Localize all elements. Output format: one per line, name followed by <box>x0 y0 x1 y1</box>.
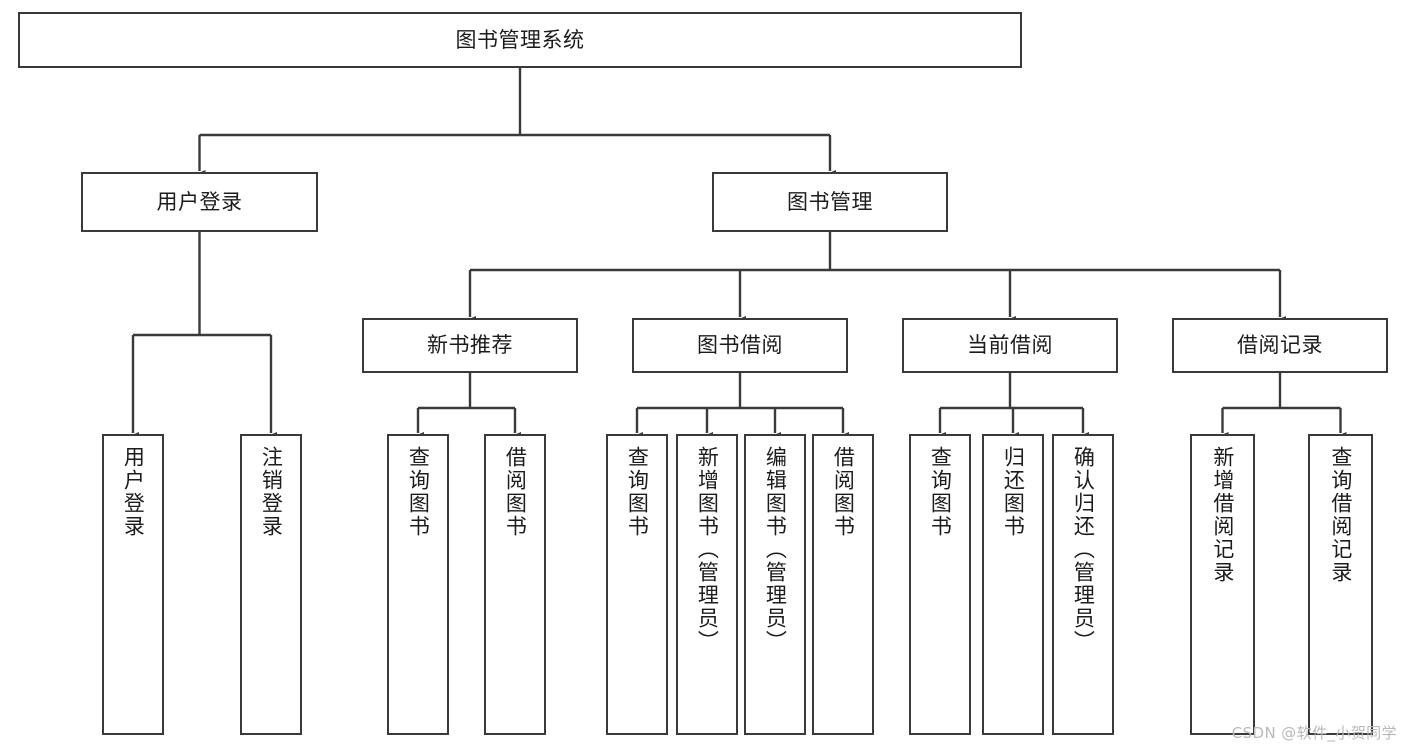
node-label: 图书管理 <box>787 189 873 214</box>
node-label: 借阅图书 <box>503 446 528 538</box>
node-label: 借阅记录 <box>1237 333 1323 358</box>
watermark: CSDN @软件_小贺同学 <box>1231 724 1397 742</box>
node-label: 新增借阅记录 <box>1210 446 1235 584</box>
leaf-nbr-borrow-book[interactable]: 借阅图书 <box>484 434 546 735</box>
node-label: 新书推荐 <box>427 333 513 358</box>
node-label: 用户登录 <box>121 446 146 538</box>
leaf-bb-edit-book[interactable]: 编辑图书（管理员） <box>744 434 806 735</box>
leaf-nbr-query-book[interactable]: 查询图书 <box>387 434 449 735</box>
leaf-cb-query-book[interactable]: 查询图书 <box>909 434 971 735</box>
node-label: 图书管理系统 <box>455 27 585 52</box>
node-label: 注销登录 <box>259 446 284 538</box>
node-label: 查询图书 <box>928 446 953 538</box>
node-user-login[interactable]: 用户登录 <box>81 172 318 232</box>
node-label: 确认归还（管理员） <box>1071 446 1096 653</box>
node-book-manage[interactable]: 图书管理 <box>712 172 948 232</box>
leaf-br-add-record[interactable]: 新增借阅记录 <box>1190 434 1255 735</box>
node-label: 当前借阅 <box>967 333 1053 358</box>
node-borrow-record[interactable]: 借阅记录 <box>1172 318 1388 373</box>
node-label: 查询图书 <box>625 446 650 538</box>
node-label: 编辑图书（管理员） <box>763 446 788 653</box>
node-label: 查询图书 <box>406 446 431 538</box>
leaf-br-query-record[interactable]: 查询借阅记录 <box>1308 434 1373 735</box>
node-current-borrow[interactable]: 当前借阅 <box>902 318 1118 373</box>
node-label: 新增图书（管理员） <box>695 446 720 653</box>
node-new-book-recommendation[interactable]: 新书推荐 <box>362 318 578 373</box>
node-label: 图书借阅 <box>697 333 783 358</box>
leaf-user-login[interactable]: 用户登录 <box>102 434 164 735</box>
node-label: 借阅图书 <box>831 446 856 538</box>
node-label: 用户登录 <box>156 189 243 214</box>
node-label: 查询借阅记录 <box>1328 446 1353 584</box>
node-book-borrow[interactable]: 图书借阅 <box>632 318 848 373</box>
leaf-cb-confirm-return[interactable]: 确认归还（管理员） <box>1052 434 1114 735</box>
node-root[interactable]: 图书管理系统 <box>18 12 1022 68</box>
node-label: 归还图书 <box>1001 446 1026 538</box>
leaf-bb-borrow-book[interactable]: 借阅图书 <box>812 434 874 735</box>
leaf-user-logout[interactable]: 注销登录 <box>240 434 302 735</box>
leaf-bb-add-book[interactable]: 新增图书（管理员） <box>676 434 738 735</box>
leaf-bb-query-book[interactable]: 查询图书 <box>606 434 668 735</box>
leaf-cb-return-book[interactable]: 归还图书 <box>982 434 1044 735</box>
